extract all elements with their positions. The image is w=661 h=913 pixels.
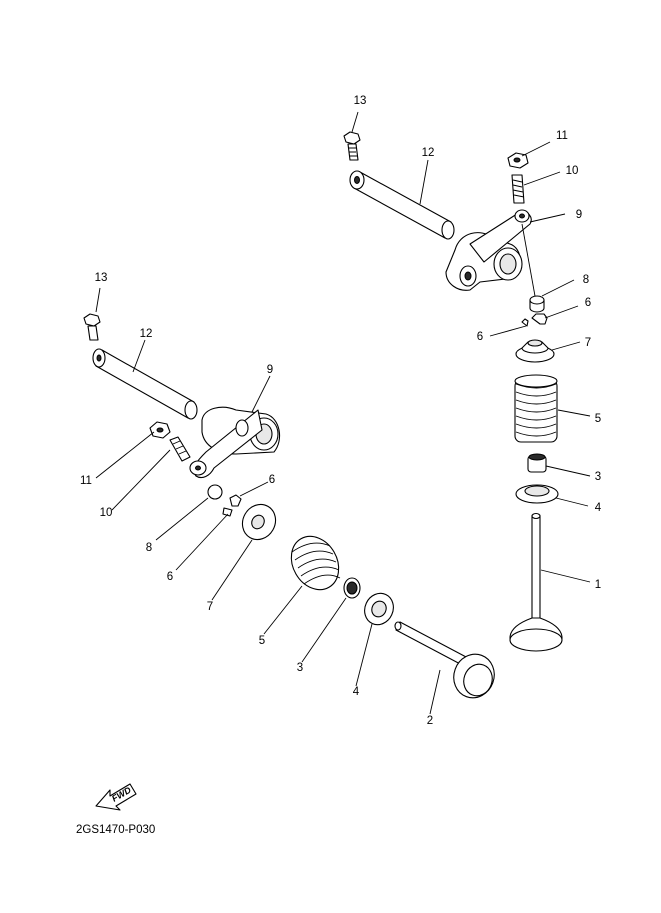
part-1-valve-right <box>509 512 563 652</box>
callout-6a-right: 6 <box>585 297 591 309</box>
callout-10-left: 10 <box>100 507 113 519</box>
part-7-spring-retainer-right <box>515 339 555 363</box>
part-3-oil-seal-left <box>343 577 361 599</box>
leader-lines <box>95 111 591 715</box>
part-6-cotter-right <box>521 313 548 327</box>
callout-9-right: 9 <box>576 209 582 221</box>
diagram-code: 2GS1470-P030 <box>76 824 155 836</box>
part-5-valve-spring-right <box>514 374 558 443</box>
part-13-bolt-right <box>343 131 361 161</box>
callout-7-left: 7 <box>207 601 213 613</box>
callout-3-left: 3 <box>297 662 303 674</box>
part-9-rocker-arm-right <box>445 209 532 291</box>
part-5-valve-spring-left <box>290 535 341 591</box>
callout-10-right: 10 <box>566 165 579 177</box>
callout-labels: 13 12 11 10 9 8 6 6 7 5 3 4 1 13 12 9 11… <box>80 95 602 727</box>
part-4-spring-seat-left <box>364 592 394 626</box>
callout-9-left: 9 <box>267 364 273 376</box>
part-6-cotter-left <box>222 494 242 517</box>
callout-6b-right: 6 <box>477 331 483 343</box>
callout-4-right: 4 <box>595 502 602 514</box>
callout-4-left: 4 <box>353 686 360 698</box>
part-10-adjusting-screw-right <box>511 174 525 204</box>
callout-7-right: 7 <box>585 337 591 349</box>
callout-3-right: 3 <box>595 471 601 483</box>
callout-5-right: 5 <box>595 413 601 425</box>
part-10-adjusting-screw-left <box>169 436 191 462</box>
callout-6b-left: 6 <box>167 571 173 583</box>
part-11-nut-left <box>149 421 171 439</box>
part-4-spring-seat-right <box>515 484 559 504</box>
callout-11-right: 11 <box>556 130 568 142</box>
callout-2-left: 2 <box>427 715 433 727</box>
callout-6a-left: 6 <box>269 474 275 486</box>
callout-13-left: 13 <box>95 272 108 284</box>
fwd-arrow-icon: FWD <box>95 783 137 811</box>
callout-1-right: 1 <box>595 579 601 591</box>
part-12-rocker-shaft-left <box>92 348 198 420</box>
callout-13-right: 13 <box>354 95 367 107</box>
part-3-oil-seal-right <box>527 453 547 473</box>
part-8-stem-cap-left <box>207 484 223 500</box>
part-2-valve-left <box>394 621 495 699</box>
callout-12-left: 12 <box>140 328 153 340</box>
callout-5-left: 5 <box>259 635 265 647</box>
part-11-nut-right <box>507 152 529 169</box>
callout-8-right: 8 <box>583 274 589 286</box>
callout-11-left: 11 <box>80 475 92 487</box>
part-8-stem-cap-right <box>529 295 545 313</box>
callout-12-right: 12 <box>422 147 435 159</box>
callout-8-left: 8 <box>146 542 152 554</box>
part-7-spring-retainer-left <box>241 503 277 541</box>
part-13-bolt-left <box>83 313 101 341</box>
part-9-rocker-arm-left <box>189 406 281 479</box>
part-12-rocker-shaft-right <box>349 170 455 240</box>
